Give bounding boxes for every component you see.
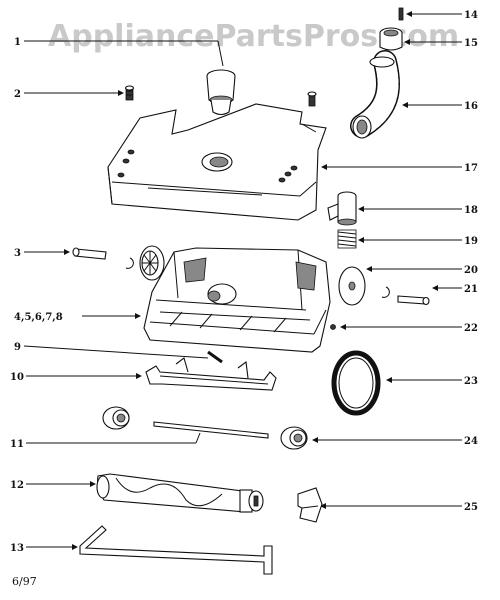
callout-10: 10	[10, 372, 142, 383]
part-23-belt	[331, 350, 381, 416]
callout-1-label: 1	[14, 37, 21, 48]
callout-9: 9	[14, 342, 209, 359]
callout-13: 13	[10, 543, 78, 554]
part-15-coupler	[379, 27, 403, 51]
left-front-wheel	[102, 406, 130, 430]
callout-2: 2	[14, 89, 124, 100]
left-clip	[125, 257, 134, 269]
part-9-rod	[207, 350, 223, 364]
callout-21-label: 21	[464, 284, 478, 295]
callout-21: 21	[432, 284, 478, 295]
part-24-wheel	[280, 426, 308, 450]
callout-13-label: 13	[10, 543, 24, 554]
part-16-hose	[350, 50, 400, 139]
part-12-brushroll	[96, 473, 264, 513]
callout-10-label: 10	[10, 372, 24, 383]
callout-19-label: 19	[464, 236, 478, 247]
part-21-axle	[381, 286, 430, 306]
part-25-endcap	[297, 487, 323, 523]
hood-screw	[307, 91, 317, 107]
date-code: 6/97	[12, 575, 37, 588]
callout-25-label: 25	[464, 502, 478, 513]
callout-1: 1	[14, 37, 224, 67]
callout-24-label: 24	[464, 436, 478, 447]
callout-17: 17	[321, 163, 478, 174]
callout-16: 16	[402, 101, 478, 112]
part-20-wheel	[338, 266, 366, 306]
callout-22: 22	[340, 323, 478, 334]
callout-4-8: 4,5,6,7,8	[14, 312, 141, 323]
part-22-nut	[330, 324, 336, 330]
part-17-hood	[107, 103, 327, 221]
left-rear-wheel	[139, 245, 165, 281]
callout-4-8-label: 4,5,6,7,8	[14, 312, 63, 323]
callout-14: 14	[406, 10, 478, 21]
callout-3-label: 3	[14, 248, 21, 259]
callout-2-label: 2	[14, 89, 21, 100]
part-13-bail	[79, 525, 273, 575]
callout-17-label: 17	[464, 163, 478, 174]
callout-11: 11	[10, 432, 201, 450]
part-4-8-base	[143, 247, 331, 353]
callout-22-label: 22	[464, 323, 478, 334]
part-18-valve	[327, 191, 357, 226]
part-14-screw	[398, 7, 404, 21]
callout-24: 24	[312, 436, 478, 447]
part-11-belt	[153, 421, 269, 439]
callout-9-label: 9	[14, 342, 21, 353]
callout-3: 3	[14, 248, 70, 259]
callout-20: 20	[366, 265, 478, 276]
callout-16-label: 16	[464, 101, 478, 112]
callout-19: 19	[358, 236, 478, 247]
callout-23: 23	[386, 376, 478, 387]
part-2-screw	[124, 85, 135, 101]
part-3-axle	[72, 247, 107, 260]
part-1-coupling	[206, 69, 236, 116]
callout-20-label: 20	[464, 265, 478, 276]
callout-18-label: 18	[464, 205, 478, 216]
callout-12-label: 12	[10, 480, 24, 491]
callout-15: 15	[404, 38, 478, 49]
callout-25: 25	[320, 502, 478, 513]
part-19-spring	[337, 229, 357, 249]
callout-11-label: 11	[10, 439, 24, 450]
callout-18: 18	[358, 205, 478, 216]
callout-14-label: 14	[464, 10, 478, 21]
callout-12: 12	[10, 480, 96, 491]
callout-15-label: 15	[464, 38, 478, 49]
part-10-bracket	[145, 357, 277, 391]
callout-23-label: 23	[464, 376, 478, 387]
